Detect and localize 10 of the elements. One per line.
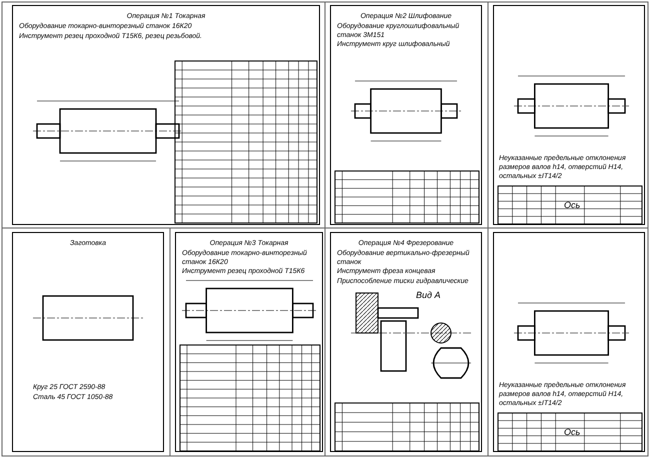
drawing-sheet [175, 232, 323, 452]
drawing-sheet [330, 232, 482, 452]
drawing-sheet [330, 5, 482, 225]
part-name: Ось [564, 428, 582, 437]
drawing-sheet [12, 5, 320, 225]
drawing-sheet [12, 232, 164, 452]
drawing-sheet [493, 5, 645, 225]
part-name: Вид А [416, 291, 442, 300]
drawing-sheet [493, 232, 645, 452]
part-name: Ось [564, 201, 582, 210]
